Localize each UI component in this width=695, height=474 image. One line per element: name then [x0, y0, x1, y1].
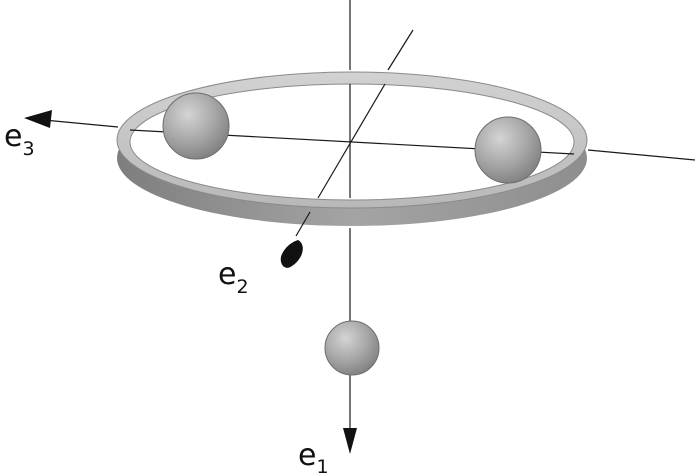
ring-sphere-right [474, 116, 542, 184]
e2-axis-front [295, 211, 311, 237]
svg-text:e3: e3 [4, 119, 35, 160]
e3-arrowhead [24, 110, 52, 128]
e3-axis-right [587, 149, 695, 161]
e3-axis-left [43, 119, 119, 128]
label-e2-base: e [218, 257, 236, 292]
label-e1: e1 [298, 438, 329, 474]
label-e1-base: e [298, 438, 316, 473]
ring-sphere-left [162, 92, 230, 160]
label-e2: e2 [218, 257, 249, 298]
label-e2-subscript: 2 [236, 276, 248, 298]
axis-sphere-bottom [324, 320, 380, 376]
label-e3-subscript: 3 [22, 138, 34, 160]
e2-arrowhead [280, 240, 303, 268]
label-e3: e3 [4, 119, 35, 160]
e2-axis-back [387, 29, 414, 71]
e1-arrowhead [343, 428, 357, 454]
svg-text:e2: e2 [218, 257, 249, 298]
e2-axis-inside-ring [317, 83, 386, 199]
svg-text:e1: e1 [298, 438, 329, 474]
label-e1-subscript: 1 [316, 456, 328, 474]
label-e3-base: e [4, 119, 22, 154]
